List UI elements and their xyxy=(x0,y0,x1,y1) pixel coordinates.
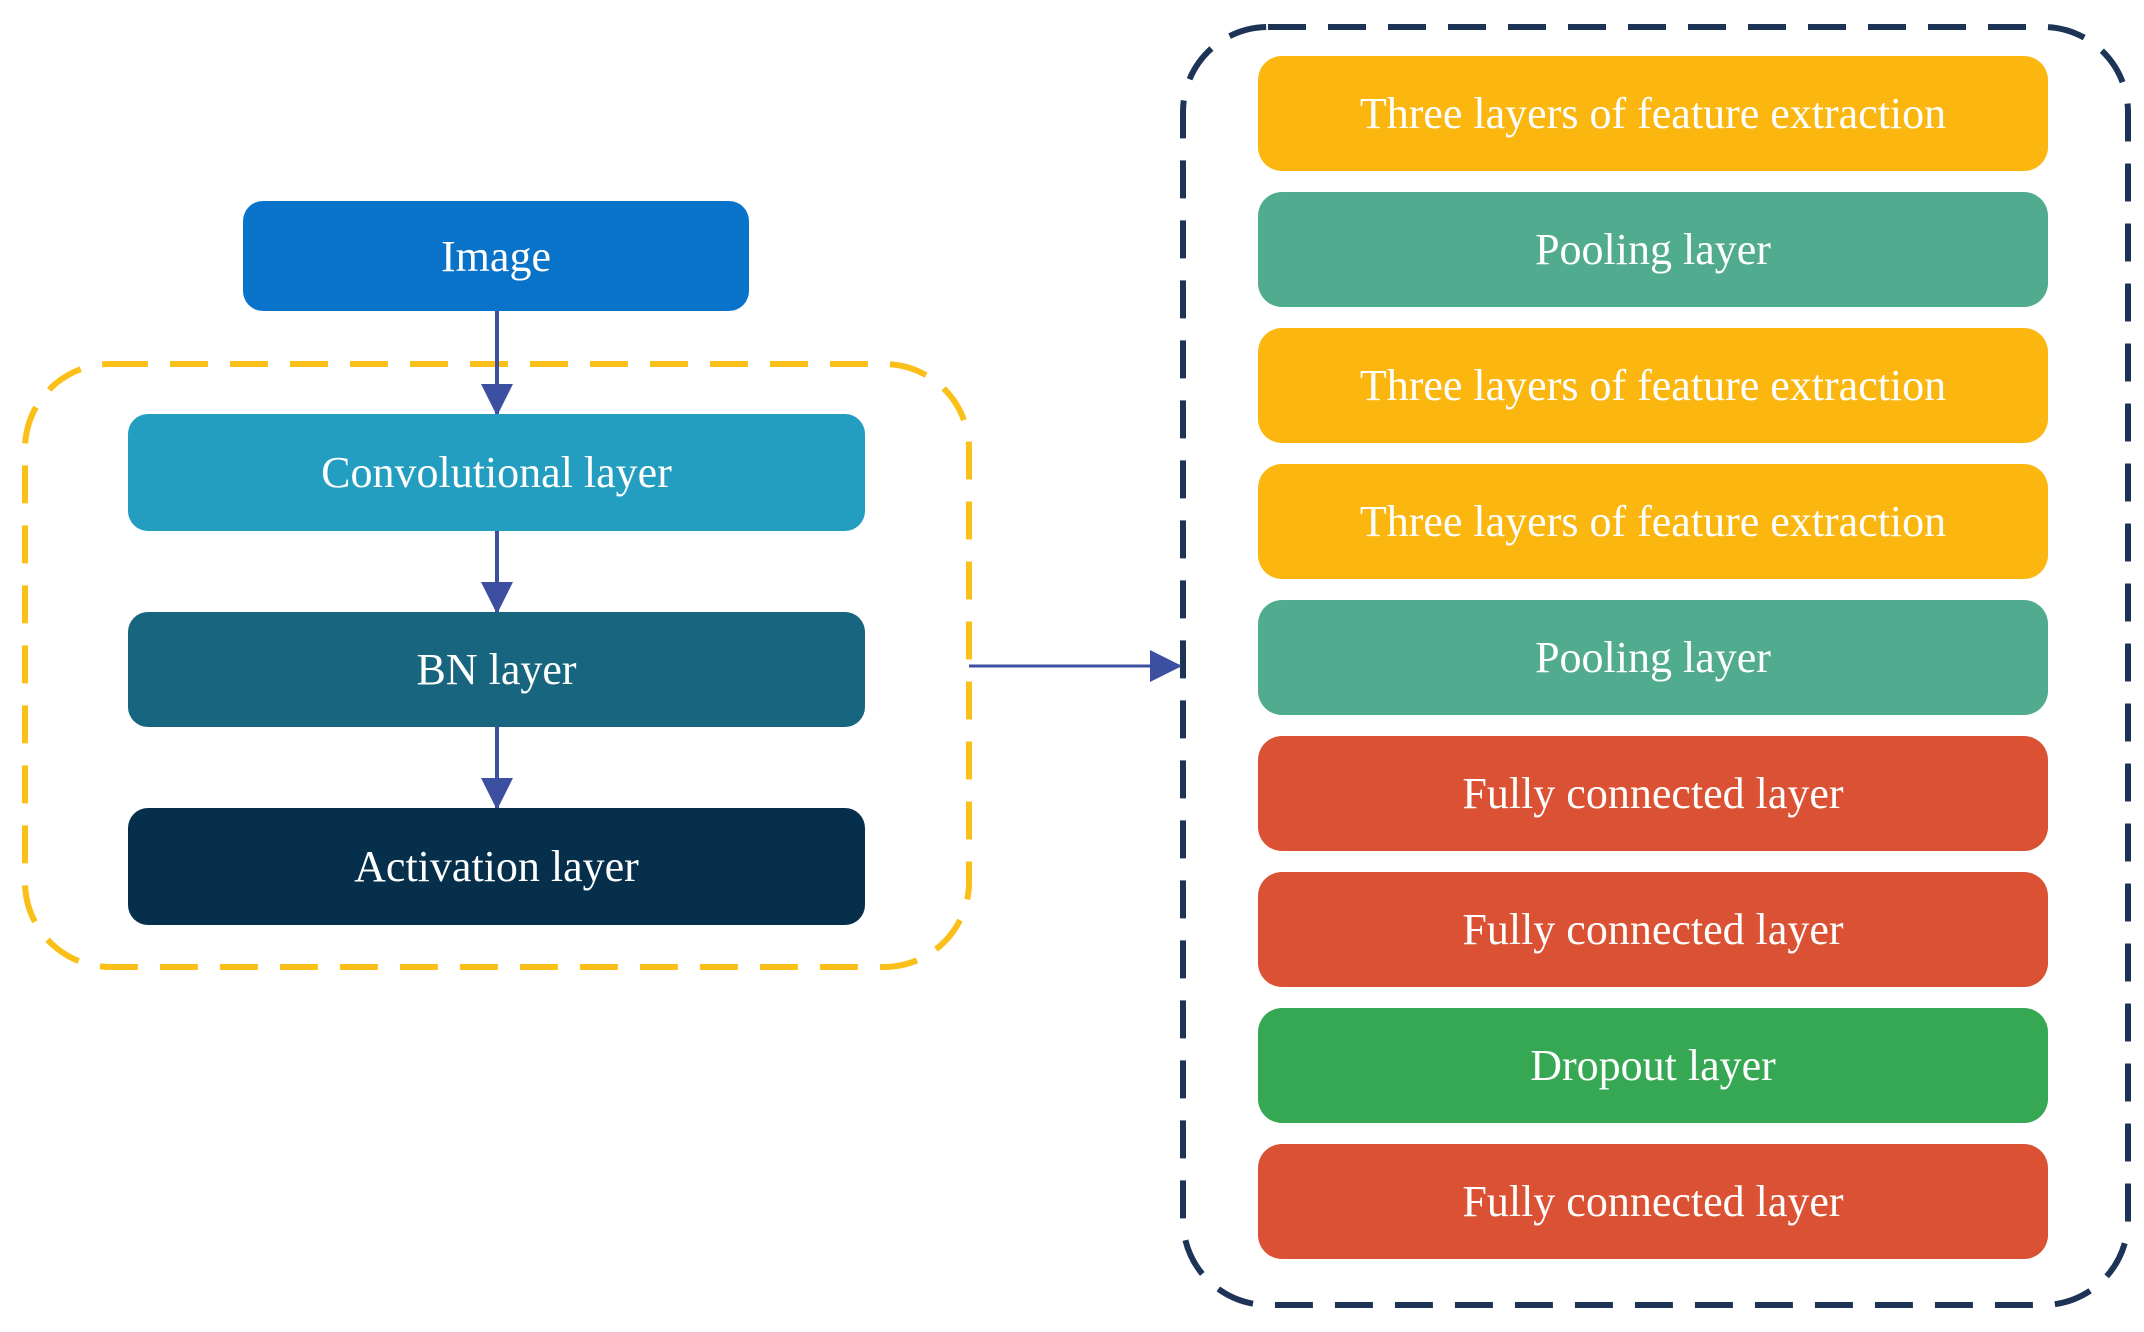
stack-layer-label: Pooling layer xyxy=(1535,225,1771,274)
stack-layer-feature-extraction: Three layers of feature extraction xyxy=(1258,56,2048,171)
bn-layer-label: BN layer xyxy=(416,645,577,694)
convolutional-layer-label: Convolutional layer xyxy=(321,448,672,497)
stack-layer-fully-connected: Fully connected layer xyxy=(1258,1144,2048,1259)
stack-layer-label: Dropout layer xyxy=(1530,1041,1776,1090)
stack-layer-fully-connected: Fully connected layer xyxy=(1258,736,2048,851)
stack-layer-feature-extraction: Three layers of feature extraction xyxy=(1258,464,2048,579)
stack-layer-label: Three layers of feature extraction xyxy=(1359,89,1947,138)
image-box: Image xyxy=(243,201,749,311)
stack-layer-label: Three layers of feature extraction xyxy=(1359,497,1947,546)
activation-layer-label: Activation layer xyxy=(354,842,639,891)
stack-layer-pooling: Pooling layer xyxy=(1258,192,2048,307)
stack-layer-label: Pooling layer xyxy=(1535,633,1771,682)
activation-layer-box: Activation layer xyxy=(128,808,865,925)
stack-layer-dropout: Dropout layer xyxy=(1258,1008,2048,1123)
network-stack-dashed-border xyxy=(1180,24,2131,1308)
stack-layer-fully-connected: Fully connected layer xyxy=(1258,872,2048,987)
stack-layer-label: Fully connected layer xyxy=(1462,1177,1844,1226)
image-box-label: Image xyxy=(441,231,551,281)
stack-layer-label: Fully connected layer xyxy=(1462,905,1844,954)
stack-layer-label: Three layers of feature extraction xyxy=(1359,361,1947,410)
stack-layer-pooling: Pooling layer xyxy=(1258,600,2048,715)
stack-layer-label: Fully connected layer xyxy=(1462,769,1844,818)
bn-layer-box: BN layer xyxy=(128,612,865,727)
stack-layer-feature-extraction: Three layers of feature extraction xyxy=(1258,328,2048,443)
convolutional-layer-box: Convolutional layer xyxy=(128,414,865,531)
